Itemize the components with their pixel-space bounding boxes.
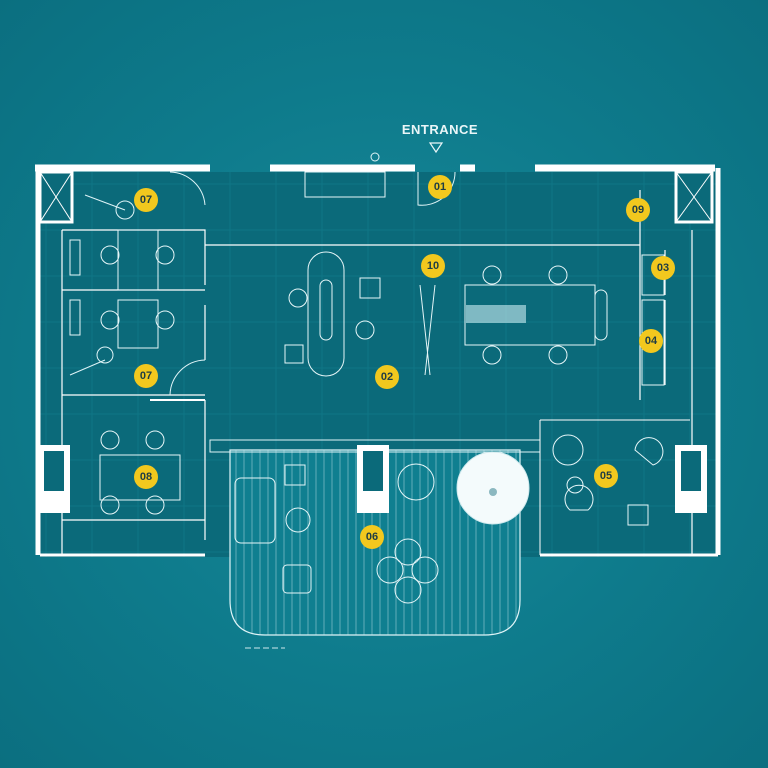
room-marker[interactable]: 09 (626, 198, 650, 222)
doors (69, 152, 456, 396)
room-marker[interactable]: 08 (134, 465, 158, 489)
room-marker[interactable]: 06 (360, 525, 384, 549)
room-marker[interactable]: 01 (428, 175, 452, 199)
room-marker[interactable]: 07 (134, 188, 158, 212)
furniture (69, 171, 665, 604)
entrance-arrow-icon (428, 142, 444, 154)
room-marker[interactable]: 10 (421, 254, 445, 278)
room-marker[interactable]: 07 (134, 364, 158, 388)
room-marker[interactable]: 04 (639, 329, 663, 353)
room-marker[interactable]: 05 (594, 464, 618, 488)
room-marker[interactable]: 03 (651, 256, 675, 280)
planter (466, 305, 526, 323)
rug-center (489, 488, 497, 496)
room-marker[interactable]: 02 (375, 365, 399, 389)
entrance-label: ENTRANCE (401, 122, 479, 137)
structural-columns (38, 170, 714, 224)
pillar-insets (44, 451, 701, 491)
